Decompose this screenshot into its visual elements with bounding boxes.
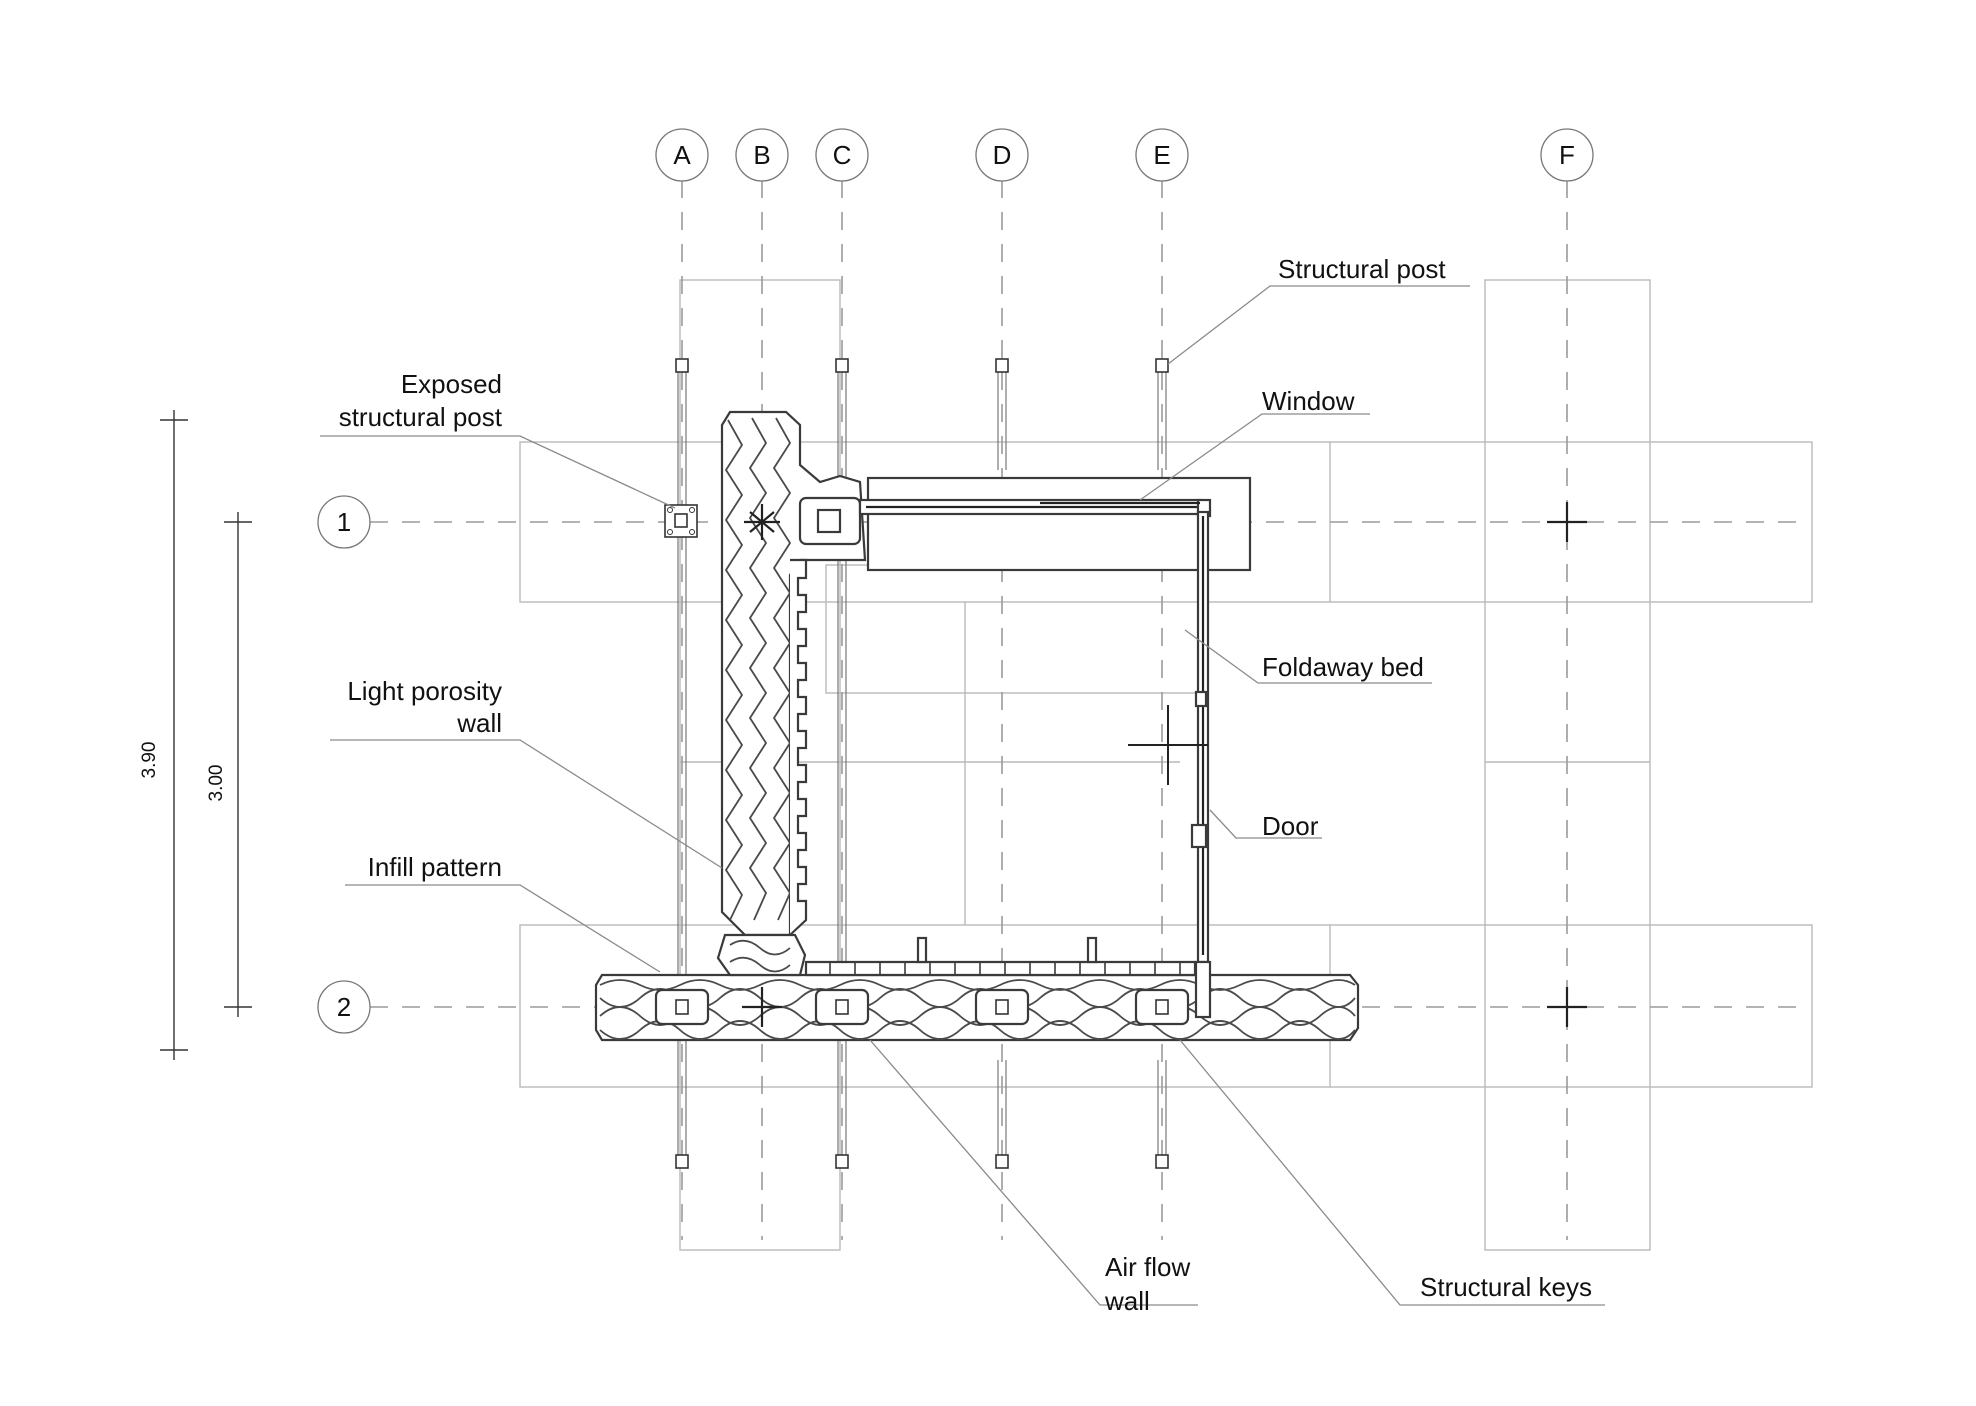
label-structural-keys: Structural keys [1420,1272,1592,1302]
callout-leaders [320,285,1605,1306]
grid-bubble-2: 2 [317,980,371,1034]
grid-bubbles: A B C D E F 1 2 [317,128,1594,1034]
svg-text:C: C [833,140,852,170]
label-door: Door [1262,811,1319,841]
label-structural-post: Structural post [1278,254,1446,284]
dimension-grid-spacing: 3.00 [206,512,252,1017]
grid-bubble-1: 1 [317,495,371,549]
grid-bubble-b: B [735,128,789,182]
window-assembly [858,476,1252,572]
grid-bubble-e: E [1135,128,1189,182]
structural-keys [654,960,1212,1026]
svg-text:D: D [993,140,1012,170]
door-assembly [1128,510,1210,964]
label-exposed-post-line1: Exposed [401,369,502,399]
grid-bubble-a: A [655,128,709,182]
dimension-grid-spacing-value: 3.00 [206,765,227,802]
grid-f-markers [1547,502,1587,1027]
light-porosity-wall [720,410,867,937]
label-light-porosity-line2: wall [456,708,502,738]
label-light-porosity-line1: Light porosity [347,676,502,706]
label-air-flow-line1: Air flow [1105,1252,1190,1282]
label-infill-pattern: Infill pattern [368,852,502,882]
air-flow-wall [594,933,1360,1042]
grid-lines [370,180,1810,1240]
label-exposed-post-line2: structural post [339,402,503,432]
svg-text:A: A [673,140,691,170]
svg-text:E: E [1153,140,1170,170]
svg-text:1: 1 [337,507,351,537]
svg-text:F: F [1559,140,1575,170]
callout-labels: Structural post Exposed structural post … [339,254,1592,1316]
svg-text:B: B [753,140,770,170]
label-air-flow-line2: wall [1104,1286,1150,1316]
label-foldaway-bed: Foldaway bed [1262,652,1424,682]
label-window: Window [1262,386,1355,416]
dimension-overall: 3.90 [139,410,188,1060]
dimension-overall-value: 3.90 [139,742,160,779]
grid-bubble-d: D [975,128,1029,182]
grid-bubble-f: F [1540,128,1594,182]
grid-bubble-c: C [815,128,869,182]
svg-text:2: 2 [337,992,351,1022]
